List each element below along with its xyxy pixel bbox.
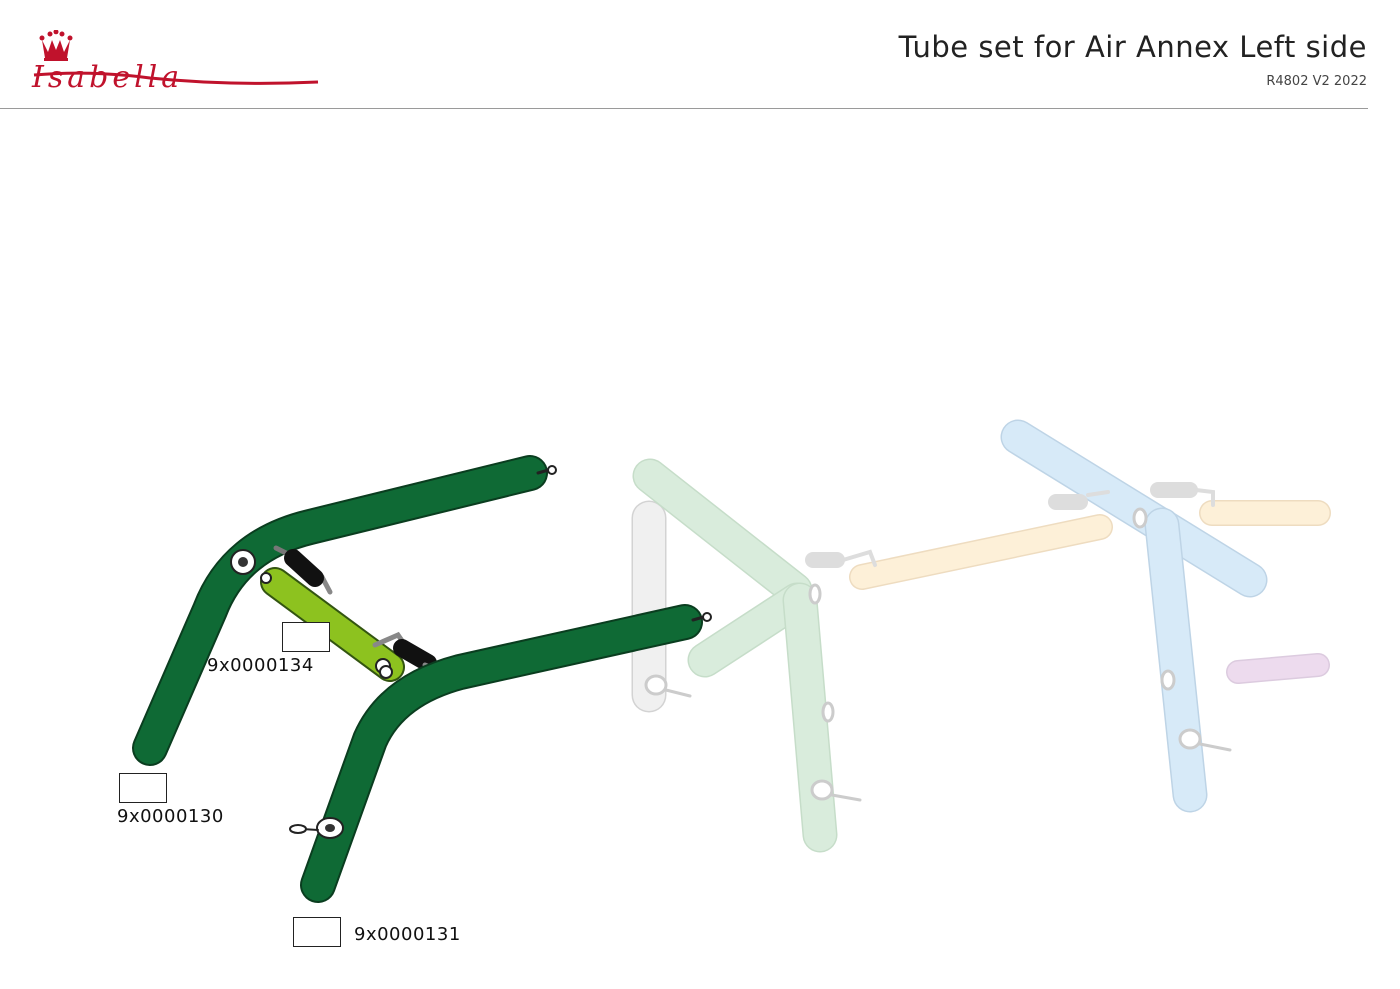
tube-9x0000131 [289, 604, 712, 903]
faded-tube-set [631, 419, 1331, 853]
crown-logo-icon [39, 29, 73, 61]
document-code: R4802 V2 2022 [1266, 74, 1367, 89]
qty-box-9x0000131[interactable] [293, 917, 341, 947]
tube-9x0000134 [260, 545, 443, 682]
qty-box-9x0000130[interactable] [119, 773, 167, 803]
part-label-9x0000131: 9x0000131 [354, 924, 461, 945]
part-label-9x0000130: 9x0000130 [117, 806, 224, 827]
header-divider [0, 108, 1368, 109]
qty-box-9x0000134[interactable] [282, 622, 330, 652]
page-title: Tube set for Air Annex Left side [898, 30, 1367, 64]
isabella-logo: Isabella [30, 29, 330, 96]
part-label-9x0000134: 9x0000134 [207, 655, 314, 676]
tube-9x0000130 [132, 455, 557, 766]
brand-swash-icon [33, 71, 319, 85]
